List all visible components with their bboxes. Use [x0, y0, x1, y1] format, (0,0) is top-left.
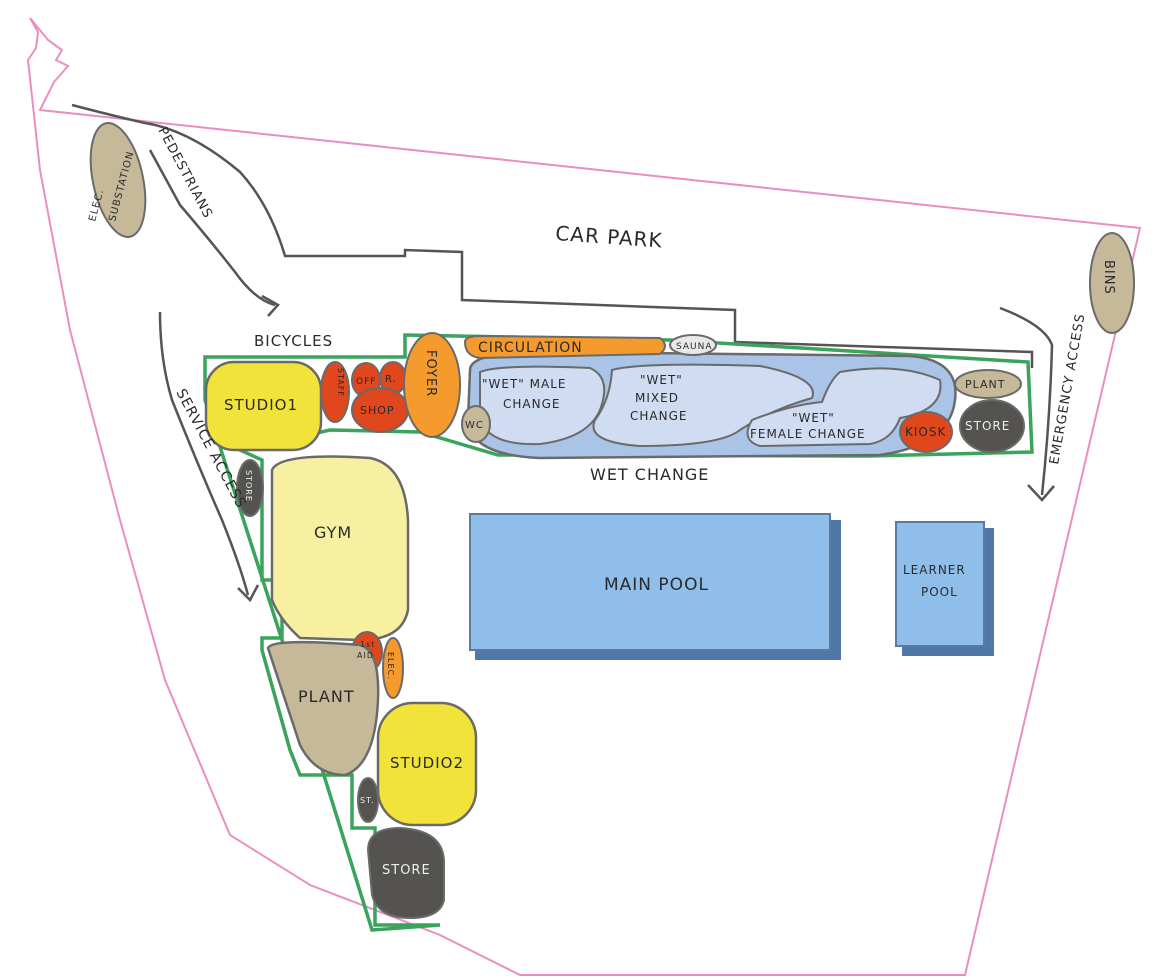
wet-female-change: [746, 367, 942, 448]
reception-label: R.: [385, 374, 397, 385]
wet-change-label: WET CHANGE: [590, 465, 709, 484]
sauna: [669, 334, 717, 356]
first-aid-label-2: AID: [357, 651, 374, 660]
store-small-label: STORE: [244, 470, 253, 502]
office-label: OFF: [356, 377, 376, 387]
plant-right: [954, 369, 1022, 399]
wet-mixed-change: [592, 363, 814, 448]
learner-pool-label-2: POOL: [921, 585, 958, 599]
elec-substation: [89, 122, 147, 238]
sauna-label: SAUNA: [676, 342, 713, 352]
site-boundary: [26, 17, 1142, 976]
plant-right-label: PLANT: [965, 378, 1006, 391]
emergency-arrow-icon: [1027, 484, 1055, 502]
gym: [270, 455, 410, 642]
wet-mixed-label-2: MIXED: [635, 391, 679, 405]
store-right: [959, 399, 1025, 453]
emergency-access-path: [999, 306, 1054, 496]
plant-left: [266, 640, 380, 777]
elec-small: [382, 637, 404, 699]
studio2-label: STUDIO2: [390, 754, 464, 772]
studio1: [204, 360, 323, 452]
foyer-label: FOYER: [423, 350, 438, 397]
wc-label: WC: [465, 420, 484, 431]
store-tiny: [357, 777, 379, 823]
main-pool-label: MAIN POOL: [604, 575, 709, 595]
kiosk-label: KIOSK: [905, 425, 946, 439]
first-aid-label-1: 1st: [360, 640, 375, 649]
store-tiny-label: ST.: [360, 796, 375, 805]
emergency-access-label: EMERGENCY ACCESS: [1047, 312, 1088, 465]
service-access-path: [158, 311, 250, 596]
store-right-label: STORE: [965, 419, 1010, 433]
shop-label: SHOP: [360, 404, 395, 417]
wet-male-label-2: CHANGE: [503, 397, 560, 411]
learner-pool: [895, 521, 985, 647]
staff-room: [320, 361, 350, 423]
foyer: [403, 332, 461, 438]
circulation-label: CIRCULATION: [478, 340, 583, 356]
wet-male-label-1: "WET" MALE: [482, 377, 566, 391]
store-bottom: [366, 826, 445, 920]
gym-label: GYM: [314, 523, 352, 542]
wet-mixed-label-3: CHANGE: [630, 409, 687, 423]
wc: [461, 405, 491, 443]
store-bottom-label: STORE: [382, 863, 431, 878]
car-park-road-outline: [71, 103, 1034, 368]
service-arrow-icon: [237, 584, 260, 603]
bins-label: BINS: [1101, 260, 1116, 295]
circulation: [463, 334, 666, 360]
studio1-label: STUDIO1: [224, 396, 298, 414]
store-small: [236, 459, 264, 517]
studio2: [376, 701, 478, 827]
kiosk: [899, 411, 953, 453]
bins: [1089, 232, 1135, 334]
pedestrian-arrow-icon: [261, 294, 280, 317]
main-pool: [469, 513, 831, 651]
pedestrian-path: [148, 149, 276, 307]
plant-left-label: PLANT: [298, 687, 355, 706]
elec-small-label: ELEC.: [386, 652, 395, 680]
wet-female-label-2: FEMALE CHANGE: [750, 427, 866, 441]
staff-label: STAFF: [336, 368, 345, 397]
wet-mixed-label-1: "WET": [640, 373, 683, 387]
wet-female-label-1: "WET": [792, 411, 835, 425]
car-park-label: CAR PARK: [555, 221, 664, 252]
wet-male-change: [479, 365, 606, 446]
bicycles-label: BICYCLES: [254, 332, 333, 350]
learner-pool-label-1: LEARNER: [903, 563, 966, 577]
